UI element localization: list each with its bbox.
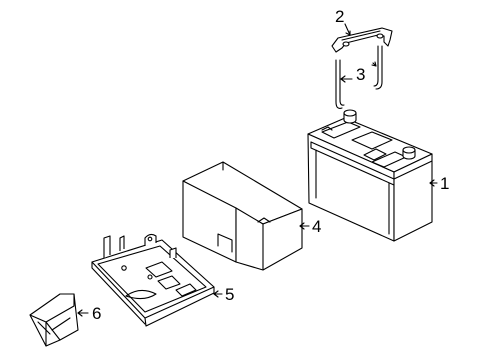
- battery-cover: [182, 161, 303, 271]
- battery: [307, 109, 433, 242]
- hold-down-clamp: [331, 27, 393, 53]
- hold-down-rods: [335, 45, 383, 109]
- battery-tray: [91, 233, 215, 327]
- callout-2: 2: [335, 7, 344, 26]
- mounting-bracket: [29, 293, 79, 347]
- callout-5: 5: [225, 285, 234, 304]
- callout-3: 3: [356, 65, 365, 84]
- callout-1: 1: [440, 174, 449, 193]
- callout-6: 6: [92, 304, 101, 323]
- callout-4: 4: [312, 217, 321, 236]
- leader-lines: [77, 23, 438, 317]
